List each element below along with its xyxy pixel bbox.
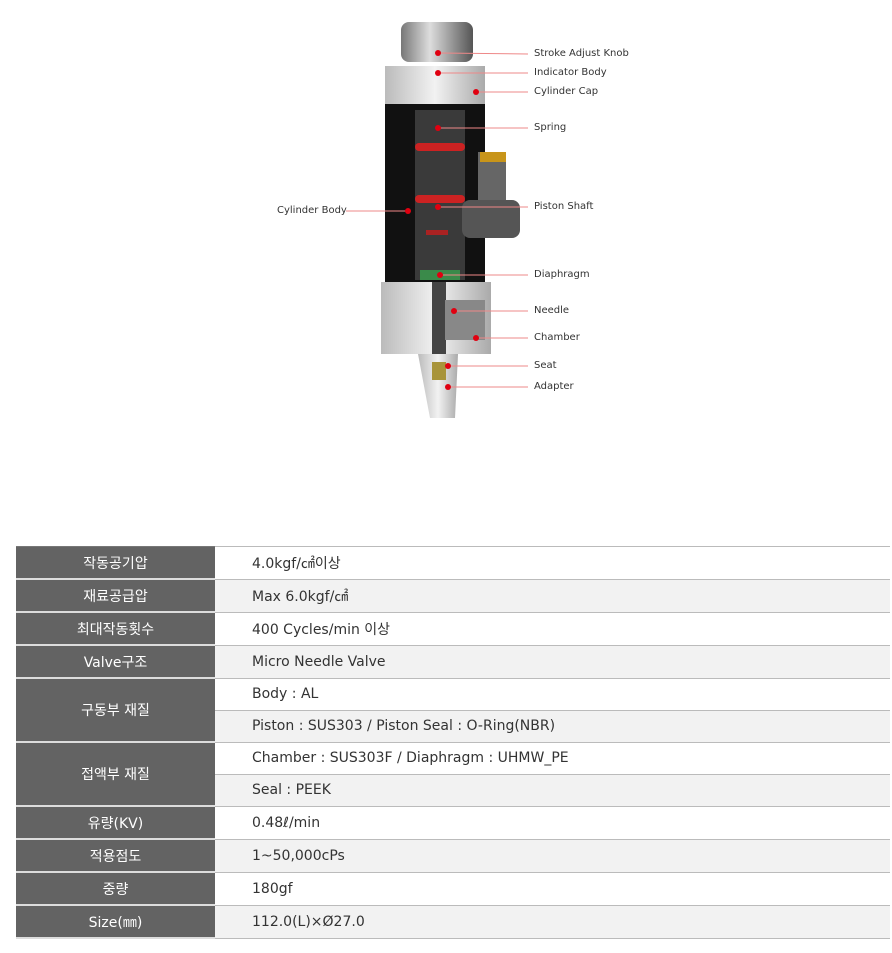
label-spring: Spring (534, 122, 567, 133)
spec-value: Piston : SUS303 / Piston Seal : O-Ring(N… (215, 709, 890, 743)
spec-name: 최대작동횟수 (16, 612, 215, 646)
label-adapter: Adapter (534, 381, 574, 392)
label-seat: Seat (534, 360, 557, 371)
spec-name: 작동공기압 (16, 546, 215, 580)
spec-value: 112.0(L)×Ø27.0 (215, 904, 890, 939)
label-cylinder-cap: Cylinder Cap (534, 86, 599, 97)
valve-diagram: Stroke Adjust Knob Indicator Body Cylind… (0, 0, 892, 430)
spec-value: 400 Cycles/min 이상 (215, 611, 890, 646)
spec-value: Body : AL (215, 677, 890, 711)
spec-value: 1~50,000cPs (215, 838, 890, 873)
spec-name: 구동부 재질 (16, 678, 215, 743)
spec-value: Micro Needle Valve (215, 644, 890, 679)
label-diaphragm: Diaphragm (534, 269, 590, 280)
spec-value: 180gf (215, 871, 890, 906)
label-cylinder-body: Cylinder Body (277, 205, 347, 216)
spec-name: 중량 (16, 872, 215, 906)
spec-value: 4.0kgf/㎠이상 (215, 546, 890, 580)
label-indicator-body: Indicator Body (534, 67, 607, 78)
spec-row: Piston : SUS303 / Piston Seal : O-Ring(N… (16, 709, 890, 743)
label-chamber: Chamber (534, 332, 580, 343)
valve-illustration (346, 22, 529, 418)
label-piston-shaft: Piston Shaft (534, 201, 594, 212)
spec-name: 재료공급압 (16, 579, 215, 613)
spec-value: Seal : PEEK (215, 773, 890, 807)
spec-value: Chamber : SUS303F / Diaphragm : UHMW_PE (215, 741, 890, 775)
spec-name: 유량(KV) (16, 806, 215, 840)
spec-value: 0.48ℓ/min (215, 805, 890, 840)
spec-name: 접액부 재질 (16, 742, 215, 807)
spec-row: Seal : PEEK (16, 773, 890, 807)
spec-row: Size(㎜)112.0(L)×Ø27.0 (16, 904, 890, 939)
spec-name: Size(㎜) (16, 905, 215, 939)
spec-value: Max 6.0kgf/㎠ (215, 578, 890, 613)
label-needle: Needle (534, 305, 570, 316)
spec-name: Valve구조 (16, 645, 215, 679)
label-stroke-adjust-knob: Stroke Adjust Knob (534, 48, 629, 59)
spec-row: 유량(KV)0.48ℓ/min (16, 805, 890, 840)
spec-name: 적용점도 (16, 839, 215, 873)
